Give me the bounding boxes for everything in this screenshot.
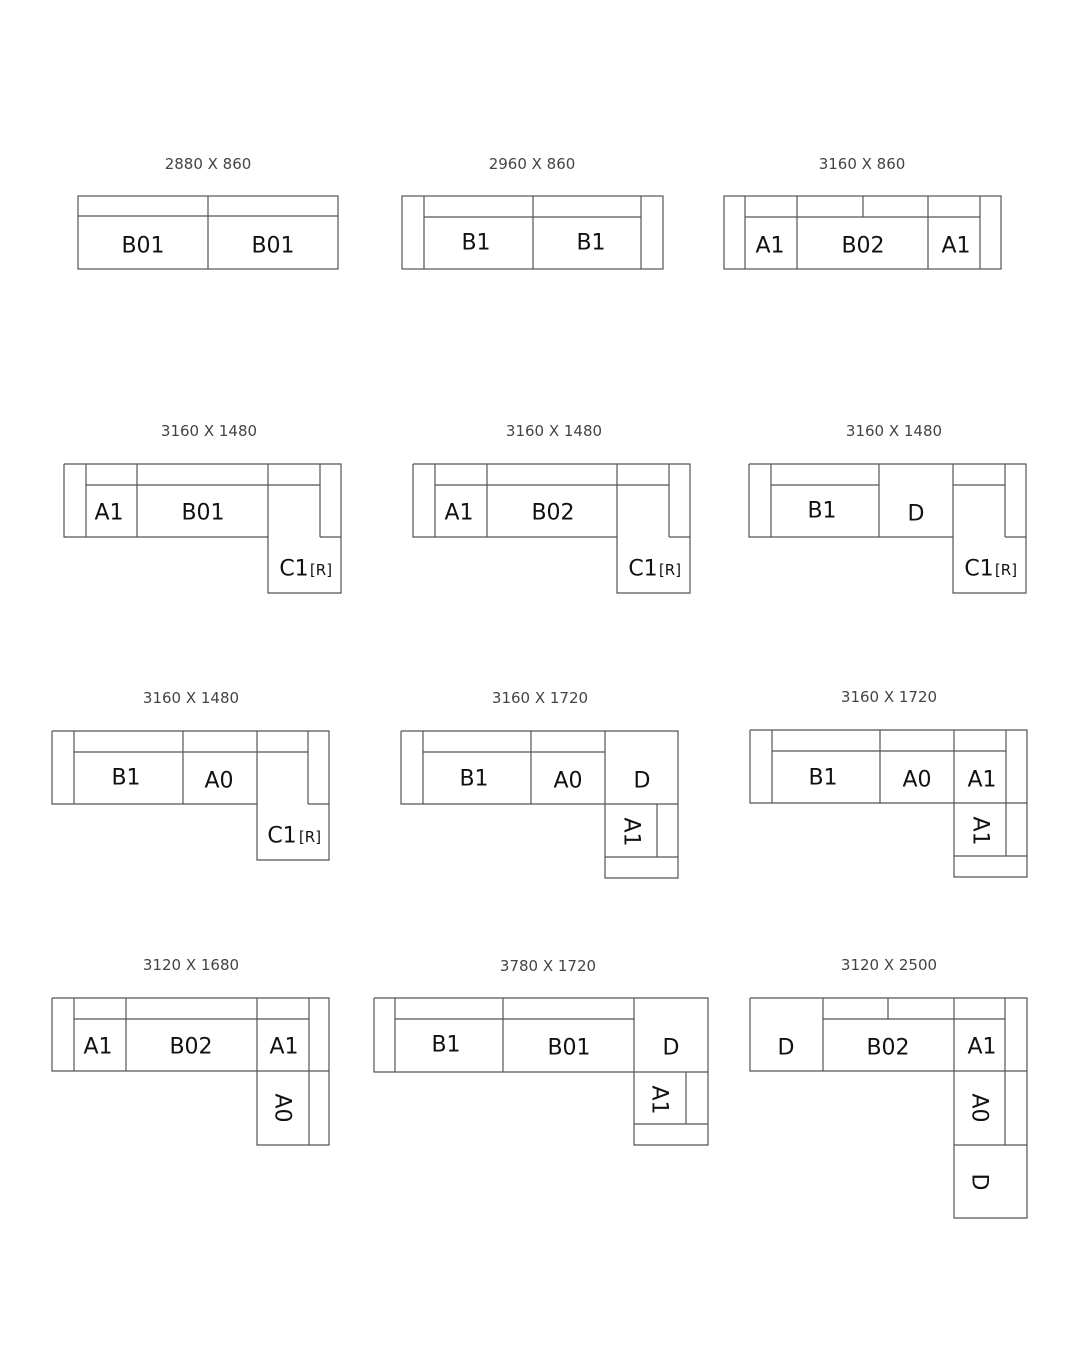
- module-label: D: [634, 769, 651, 794]
- module-label: A1: [94, 501, 123, 526]
- dimension-label: 3780 X 1720: [500, 957, 596, 975]
- module-label-suffix: [R]: [659, 561, 681, 579]
- module-label-rotated: A1: [619, 817, 644, 846]
- dimension-label: 3160 X 860: [819, 155, 906, 173]
- dimension-labels: 2880 X 860 2960 X 860 3160 X 860 3160 X …: [143, 155, 942, 975]
- module-label: D: [778, 1036, 795, 1061]
- module-label: B02: [169, 1035, 212, 1060]
- module-label: B01: [121, 234, 164, 259]
- module-label: D: [908, 502, 925, 527]
- module-label: B02: [866, 1036, 909, 1061]
- module-labels: B01 B01 B1 B1 A1 B02 A1 A1 B01 C1 [R] A1…: [83, 231, 1017, 1191]
- dimension-label: 3120 X 2500: [841, 956, 937, 974]
- dimension-label: 3160 X 1480: [846, 422, 942, 440]
- module-label: B1: [111, 766, 140, 791]
- module-label: A0: [902, 768, 931, 793]
- dimension-label: 3160 X 1720: [492, 689, 588, 707]
- module-label: C1: [267, 824, 296, 849]
- dimension-label: 3160 X 1480: [506, 422, 602, 440]
- module-label: B1: [461, 231, 490, 256]
- module-label: A1: [967, 768, 996, 793]
- module-label: B1: [808, 766, 837, 791]
- dimension-label: 3160 X 1480: [161, 422, 257, 440]
- module-label: B01: [181, 501, 224, 526]
- module-label: A1: [83, 1035, 112, 1060]
- module-label: B1: [459, 767, 488, 792]
- module-label-rotated: A1: [647, 1085, 672, 1114]
- module-label: B1: [576, 231, 605, 256]
- module-label-suffix: [R]: [995, 561, 1017, 579]
- dimension-label: 3120 X 1680: [143, 956, 239, 974]
- module-label: B01: [251, 234, 294, 259]
- module-label: D: [663, 1036, 680, 1061]
- module-label: A1: [444, 501, 473, 526]
- module-label: A1: [967, 1035, 996, 1060]
- dimension-label: 3160 X 1720: [841, 688, 937, 706]
- module-label: C1: [964, 557, 993, 582]
- module-label: C1: [279, 557, 308, 582]
- module-label-rotated: A0: [967, 1093, 992, 1122]
- dimension-label: 2880 X 860: [165, 155, 252, 173]
- module-label-suffix: [R]: [310, 561, 332, 579]
- module-label: A1: [755, 234, 784, 259]
- diagram-lines: [51, 195, 1028, 1219]
- module-label: A0: [204, 769, 233, 794]
- module-label-rotated: A1: [968, 816, 993, 845]
- module-label: B01: [547, 1036, 590, 1061]
- module-label: A1: [941, 234, 970, 259]
- dimension-label: 2960 X 860: [489, 155, 576, 173]
- module-label: B02: [841, 234, 884, 259]
- module-label-rotated: A0: [270, 1093, 295, 1122]
- module-label: B02: [531, 501, 574, 526]
- dimension-label: 3160 X 1480: [143, 689, 239, 707]
- module-label: C1: [628, 557, 657, 582]
- module-label: B1: [807, 499, 836, 524]
- module-label: B1: [431, 1033, 460, 1058]
- module-label-rotated: D: [967, 1174, 992, 1191]
- module-label: A0: [553, 769, 582, 794]
- module-label: A1: [269, 1035, 298, 1060]
- module-label-suffix: [R]: [299, 828, 321, 846]
